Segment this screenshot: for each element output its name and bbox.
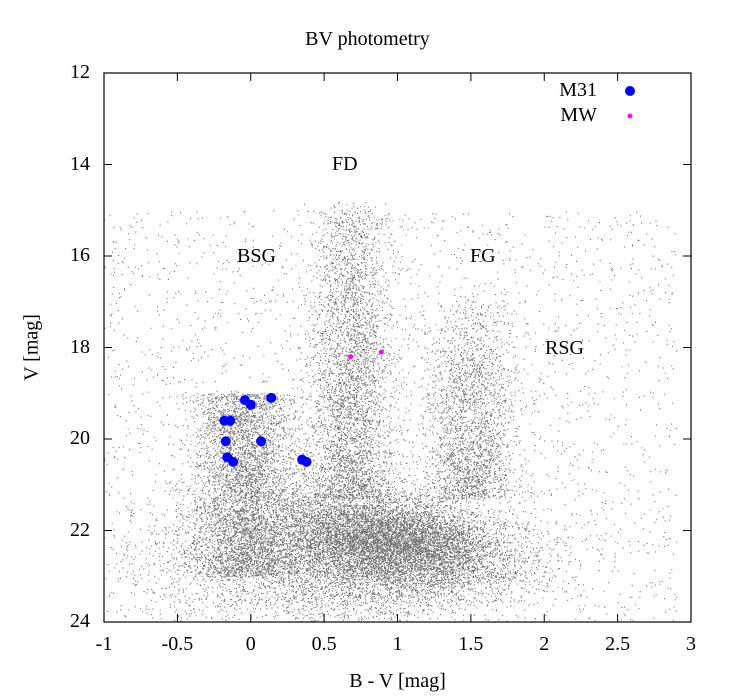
y-tick-label: 12: [70, 61, 90, 83]
y-tick-label: 24: [70, 610, 90, 632]
region-label-rsg: RSG: [545, 337, 584, 359]
point-m31: [220, 436, 231, 447]
point-m31: [225, 415, 236, 426]
data-points: [219, 349, 384, 467]
field-star-cloud: [104, 201, 678, 624]
legend-marker-m31: [625, 86, 635, 96]
legend-marker-mw: [627, 113, 633, 119]
x-tick-label: -1: [95, 633, 113, 655]
y-axis-label: V [mag]: [20, 314, 43, 381]
x-tick-label: 3: [686, 633, 696, 655]
x-tick-label: 1.5: [458, 633, 484, 655]
region-label-bsg: BSG: [237, 245, 276, 267]
x-tick-label: 0: [245, 633, 256, 655]
point-m31: [228, 456, 239, 467]
point-m31: [256, 436, 267, 447]
x-tick-label: 2: [539, 633, 550, 655]
y-tick-label: 16: [70, 244, 90, 266]
chart-title: BV photometry: [305, 28, 430, 50]
y-tick-label: 22: [70, 518, 90, 541]
y-tick-label: 20: [70, 427, 90, 449]
region-label-fg: FG: [470, 245, 496, 267]
x-tick-label: 1: [392, 633, 403, 655]
y-tick-label: 14: [70, 152, 90, 175]
point-mw: [378, 349, 384, 355]
x-tick-label: 2.5: [605, 633, 631, 655]
point-mw: [348, 354, 354, 360]
x-tick-label: 0.5: [311, 633, 337, 655]
point-m31: [266, 392, 277, 403]
point-m31: [301, 456, 312, 467]
x-axis-label: B - V [mag]: [349, 670, 446, 692]
region-label-fd: FD: [332, 153, 358, 175]
x-tick-label: -0.5: [161, 633, 194, 655]
y-tick-label: 18: [70, 335, 90, 358]
legend-label-mw: MW: [560, 104, 597, 126]
legend-label-m31: M31: [559, 79, 597, 101]
point-m31: [245, 399, 256, 410]
axis-ticks: [103, 72, 692, 623]
legend: [625, 86, 635, 119]
